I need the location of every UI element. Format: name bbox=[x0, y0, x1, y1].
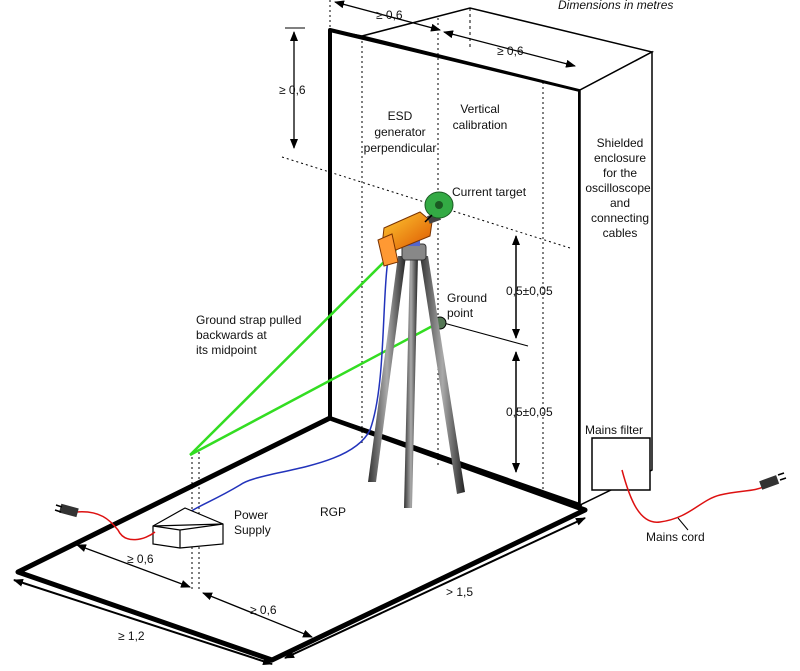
power-supply-label-2: Supply bbox=[234, 523, 271, 537]
esd-generator bbox=[377, 211, 442, 267]
dim-top-height: ≥ 0,6 bbox=[279, 83, 306, 97]
current-target bbox=[424, 191, 454, 223]
esd-label-1: ESD bbox=[388, 109, 413, 123]
plug-right bbox=[759, 472, 787, 490]
current-target-label: Current target bbox=[452, 185, 527, 199]
mains-cord-label: Mains cord bbox=[646, 530, 705, 544]
power-supply bbox=[152, 507, 224, 549]
dim-floor-front: ≥ 0,6 bbox=[250, 603, 277, 617]
pointer-lines bbox=[677, 517, 689, 531]
dim-lower-target: 0,5±0,05 bbox=[506, 405, 553, 419]
target-height-arrows bbox=[439, 235, 529, 473]
vertical-calibration-label-2: calibration bbox=[453, 118, 508, 132]
dim-top-depth: ≥ 0,6 bbox=[376, 8, 403, 22]
mains-filter-box bbox=[591, 437, 651, 491]
dim-top-width: ≥ 0,6 bbox=[497, 44, 524, 58]
power-supply-label-1: Power bbox=[234, 508, 268, 522]
shield-label-4: oscilloscope bbox=[585, 181, 651, 195]
power-supply-cord bbox=[75, 511, 156, 541]
dim-upper-target: 0,5±0,05 bbox=[506, 284, 553, 298]
mains-cord-cable bbox=[621, 469, 766, 523]
dim-floor-depth: ≥ 1,2 bbox=[118, 629, 145, 643]
esd-label-3: perpendicular bbox=[364, 141, 437, 155]
mains-filter-label: Mains filter bbox=[585, 423, 643, 437]
hv-cable bbox=[189, 237, 393, 513]
shield-label-6: connecting bbox=[591, 211, 649, 225]
strap-label-3: its midpoint bbox=[196, 343, 257, 357]
dim-floor-left: ≥ 0,6 bbox=[127, 552, 154, 566]
shield-label-1: Shielded bbox=[597, 136, 644, 150]
tripod bbox=[368, 236, 465, 508]
shield-label-2: enclosure bbox=[594, 151, 646, 165]
rgp-label: RGP bbox=[320, 505, 346, 519]
vertical-calibration-label-1: Vertical bbox=[460, 102, 499, 116]
ground-point-label-1: Ground bbox=[447, 291, 487, 305]
shield-label-7: cables bbox=[603, 226, 638, 240]
plug-left bbox=[54, 503, 79, 518]
shield-label-5: and bbox=[610, 196, 630, 210]
esd-label-2: generator bbox=[374, 125, 425, 139]
strap-label-2: backwards at bbox=[196, 328, 267, 342]
floor-dimension-arrows bbox=[13, 517, 586, 666]
dim-floor-length: > 1,5 bbox=[446, 585, 473, 599]
ground-point-label-2: point bbox=[447, 306, 474, 320]
shield-label-3: for the bbox=[603, 166, 637, 180]
top-dimension-arrows bbox=[285, 0, 576, 149]
strap-label-1: Ground strap pulled bbox=[196, 313, 301, 327]
dimensions-note: Dimensions in metres bbox=[558, 0, 673, 12]
